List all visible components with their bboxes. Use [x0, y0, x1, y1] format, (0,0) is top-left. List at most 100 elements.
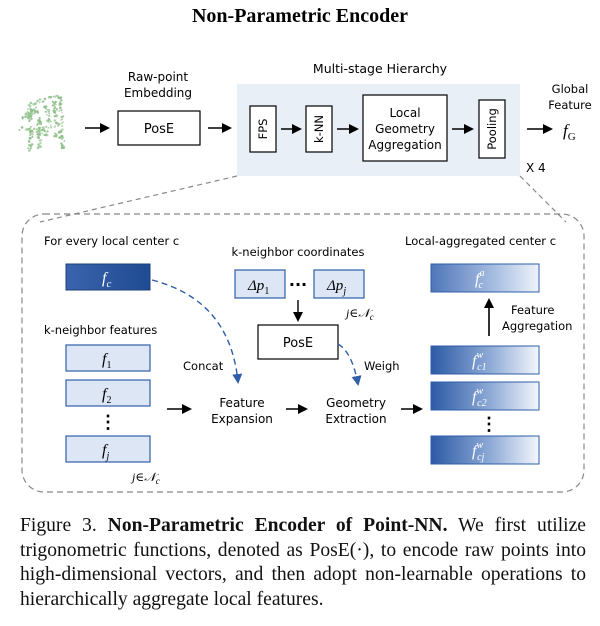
- point-cloud-dot: [58, 103, 61, 106]
- point-cloud-dot: [31, 110, 34, 113]
- point-cloud-dot: [27, 108, 29, 110]
- point-cloud-dot: [62, 121, 64, 123]
- dpj-symbol: Δpj: [326, 278, 346, 297]
- point-cloud-dot: [51, 100, 54, 103]
- point-cloud-dot: [48, 121, 50, 124]
- fj-box: [65, 435, 151, 463]
- point-cloud-dot: [31, 143, 34, 146]
- point-cloud-dot: [18, 129, 21, 131]
- point-cloud-dot: [28, 119, 31, 122]
- point-cloud-dot: [44, 110, 47, 113]
- pose-label-top: PosE: [144, 122, 174, 137]
- point-cloud-dot: [41, 100, 44, 103]
- point-cloud-dot: [34, 102, 37, 105]
- point-cloud-dot: [54, 111, 57, 114]
- point-cloud-dot: [27, 147, 30, 150]
- point-cloud-dot: [48, 118, 51, 121]
- point-cloud-dot: [61, 138, 63, 140]
- point-cloud-dot: [29, 132, 32, 135]
- f2-symbol: f2: [102, 386, 111, 406]
- point-cloud-dot: [45, 133, 49, 137]
- global-feature-symbol: fG: [563, 121, 576, 143]
- point-cloud-dot: [44, 105, 46, 108]
- point-cloud-dot: [53, 125, 57, 128]
- point-cloud-dot: [55, 135, 58, 138]
- point-cloud-dot: [60, 118, 63, 121]
- point-cloud-dot: [31, 135, 34, 138]
- point-cloud-dot: [63, 145, 66, 149]
- point-cloud-dot: [33, 127, 36, 131]
- fps-label: FPS: [256, 119, 270, 140]
- point-cloud-dot: [59, 98, 63, 102]
- k-neighbor-feat-label: k-neighbor features: [44, 323, 157, 337]
- lga-label-3: Aggregation: [368, 138, 441, 152]
- point-cloud-dot: [47, 126, 50, 129]
- point-cloud-dot: [39, 139, 43, 142]
- point-cloud-dot: [27, 139, 31, 143]
- point-cloud-dot: [37, 143, 40, 146]
- fc1w-box: [430, 345, 540, 375]
- pooling-label: Pooling: [485, 108, 499, 150]
- weigh-label: Weigh: [364, 359, 400, 373]
- point-cloud-dot: [37, 126, 41, 129]
- point-cloud-dot: [38, 139, 41, 142]
- point-cloud-dot: [53, 119, 56, 122]
- point-cloud-dot: [24, 112, 28, 116]
- point-cloud-dot: [37, 122, 41, 125]
- knn-box: [305, 105, 333, 153]
- point-cloud-dot: [36, 135, 40, 139]
- lga-label-1: Local: [389, 106, 420, 120]
- point-cloud-dot: [31, 112, 35, 115]
- feature-aggregation-label-1: Feature: [511, 303, 554, 317]
- point-cloud-dot: [57, 123, 61, 126]
- knn-label: k-NN: [312, 115, 326, 143]
- point-cloud-dot: [38, 120, 41, 123]
- point-cloud-dot: [28, 149, 31, 152]
- point-cloud-dot: [38, 101, 41, 104]
- point-cloud-dot: [49, 126, 53, 129]
- figure-caption: Figure 3. Non-Parametric Encoder of Poin…: [20, 514, 586, 612]
- dp1-box: [234, 269, 286, 299]
- point-cloud-dot: [39, 145, 42, 148]
- point-cloud-dot: [21, 117, 24, 119]
- point-cloud-dot: [36, 123, 39, 127]
- global-feature-label-1: Global: [552, 82, 589, 96]
- point-cloud-dot: [48, 112, 51, 115]
- point-cloud-dot: [45, 105, 48, 108]
- point-cloud-dot: [58, 110, 61, 112]
- point-cloud-dot: [54, 110, 57, 113]
- feature-expansion-label-2: Expansion: [211, 412, 273, 426]
- point-cloud-dot: [53, 101, 56, 105]
- point-cloud-dot: [39, 132, 42, 135]
- point-cloud-dot: [61, 128, 64, 131]
- dp1-symbol: Δp1: [247, 278, 269, 297]
- pooling-box: [478, 99, 506, 159]
- point-cloud-dot: [60, 142, 63, 145]
- raw-point-label-2: Embedding: [124, 86, 192, 100]
- arrow-pose-weigh: [337, 343, 362, 386]
- repeat-label: X 4: [526, 161, 546, 175]
- point-cloud-dot: [60, 144, 64, 147]
- point-cloud-dot: [48, 114, 51, 117]
- vdots-left: ⋮: [99, 412, 117, 432]
- point-cloud-dot: [36, 111, 40, 114]
- point-cloud-dot: [28, 137, 31, 140]
- point-cloud-dot: [46, 108, 49, 111]
- point-cloud-dot: [36, 100, 39, 103]
- point-cloud-dot: [37, 146, 40, 149]
- point-cloud-dot: [32, 131, 34, 134]
- feature-aggregation-label-2: Aggregation: [502, 319, 572, 333]
- point-cloud-dot: [63, 140, 66, 142]
- point-cloud-dot: [42, 126, 45, 129]
- point-cloud-image: [18, 94, 66, 152]
- point-cloud-dot: [35, 130, 38, 133]
- point-cloud-dot: [54, 96, 56, 98]
- pose-label-detail: PosE: [283, 336, 313, 351]
- k-neighbor-coord-label: k-neighbor coordinates: [231, 245, 364, 259]
- pose-box-top: [117, 110, 201, 146]
- fps-box: [249, 105, 277, 153]
- point-cloud-dot: [30, 146, 33, 149]
- lga-label-2: Geometry: [375, 122, 435, 136]
